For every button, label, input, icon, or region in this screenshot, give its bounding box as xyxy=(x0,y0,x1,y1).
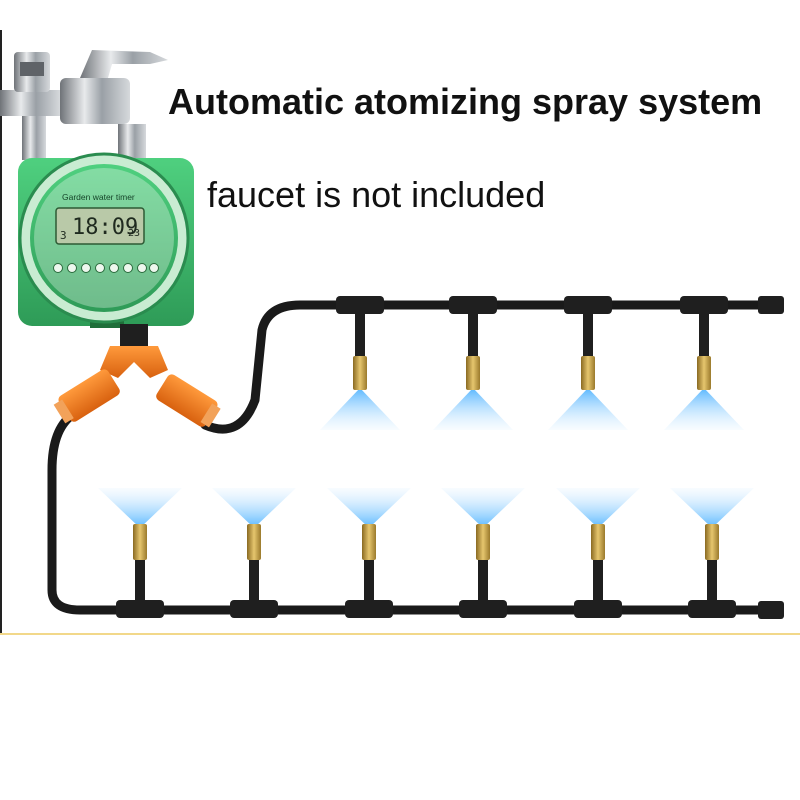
top-nozzle xyxy=(664,296,744,430)
bottom-nozzle xyxy=(327,488,411,618)
bottom-row-nozzles xyxy=(98,488,754,618)
timer-buttons xyxy=(53,263,159,273)
end-caps xyxy=(758,296,784,619)
hoses xyxy=(47,300,775,615)
lcd-time: 18:09 xyxy=(72,215,138,240)
water-timer: 3 18:09 23 Garden water timer xyxy=(18,152,194,328)
top-nozzle xyxy=(433,296,513,430)
bottom-nozzle xyxy=(556,488,640,618)
faucet xyxy=(0,50,168,160)
yellow-baseline xyxy=(0,633,800,635)
top-nozzle xyxy=(320,296,400,430)
lcd-screen xyxy=(55,207,145,245)
top-nozzle xyxy=(548,296,628,430)
left-edge-line xyxy=(0,30,2,635)
y-connector xyxy=(53,324,221,428)
bottom-nozzle xyxy=(212,488,296,618)
bottom-nozzle xyxy=(441,488,525,618)
timer-brand-label: Garden water timer xyxy=(62,192,135,202)
bottom-nozzle xyxy=(670,488,754,618)
lcd-day: 3 xyxy=(60,229,67,242)
bottom-nozzle xyxy=(98,488,182,618)
lcd-seconds: 23 xyxy=(128,228,140,239)
top-row-nozzles xyxy=(320,296,744,430)
headline-title: Automatic atomizing spray system xyxy=(168,81,763,122)
headline-note: faucet is not included xyxy=(207,174,546,215)
